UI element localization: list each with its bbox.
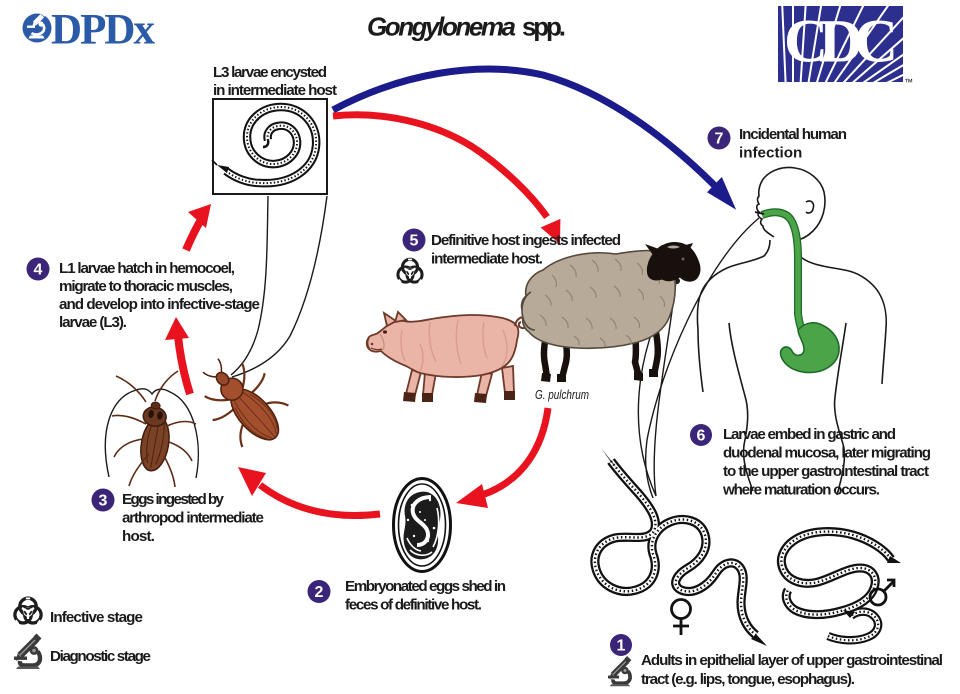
svg-text:in intermediate host: in intermediate host <box>213 82 337 99</box>
svg-text:feces of definitive host.: feces of definitive host. <box>345 597 482 614</box>
svg-text:larvae (L3).: larvae (L3). <box>59 314 127 331</box>
svg-text:arthropod intermediate: arthropod intermediate <box>122 510 264 527</box>
svg-text:migrate to thoracic muscles,: migrate to thoracic muscles, <box>59 278 233 295</box>
svg-text:Gongylonema: Gongylonema <box>367 12 516 42</box>
svg-text:G. pulchrum: G. pulchrum <box>535 388 589 402</box>
svg-text:and develop into infective-sta: and develop into infective-stage <box>59 296 260 313</box>
svg-text:infection: infection <box>739 145 802 162</box>
svg-text:Adults in epithelial layer of: Adults in epithelial layer of upper gast… <box>641 652 943 669</box>
svg-text:™: ™ <box>904 77 913 87</box>
svg-text:tract (e.g. lips, tongue, esop: tract (e.g. lips, tongue, esophagus). <box>641 671 855 688</box>
svg-text:Infective stage: Infective stage <box>50 609 143 626</box>
svg-text:Eggs ingested by: Eggs ingested by <box>122 491 225 508</box>
svg-text:where maturation occurs.: where maturation occurs. <box>722 482 880 499</box>
svg-text:7: 7 <box>715 131 724 148</box>
svg-text:L1 larvae hatch in hemocoel,: L1 larvae hatch in hemocoel, <box>59 260 235 277</box>
svg-text:DPDx: DPDx <box>51 7 156 54</box>
svg-text:6: 6 <box>697 428 706 445</box>
svg-text:intermediate host.: intermediate host. <box>431 251 543 268</box>
svg-text:Embryonated eggs shed in: Embryonated eggs shed in <box>345 578 506 595</box>
svg-text:L3 larvae encysted: L3 larvae encysted <box>213 64 327 81</box>
svg-text:to the upper gastrointestinal: to the upper gastrointestinal tract <box>723 463 929 480</box>
svg-text:2: 2 <box>315 584 324 601</box>
svg-text:CDC: CDC <box>784 9 898 76</box>
svg-text:5: 5 <box>410 233 419 250</box>
svg-text:3: 3 <box>99 493 108 510</box>
svg-text:4: 4 <box>34 262 43 279</box>
svg-text:Definitive host ingests infect: Definitive host ingests infected <box>431 232 621 249</box>
svg-text:Diagnostic stage: Diagnostic stage <box>50 648 151 665</box>
svg-text:duodenal mucosa, later migrati: duodenal mucosa, later migrating <box>723 445 931 462</box>
svg-text:Larvae embed in gastric and: Larvae embed in gastric and <box>723 426 896 443</box>
svg-text:1: 1 <box>617 638 626 655</box>
svg-text:Incidental human: Incidental human <box>739 126 847 143</box>
svg-text:host.: host. <box>122 528 155 545</box>
svg-text:spp.: spp. <box>522 12 566 42</box>
